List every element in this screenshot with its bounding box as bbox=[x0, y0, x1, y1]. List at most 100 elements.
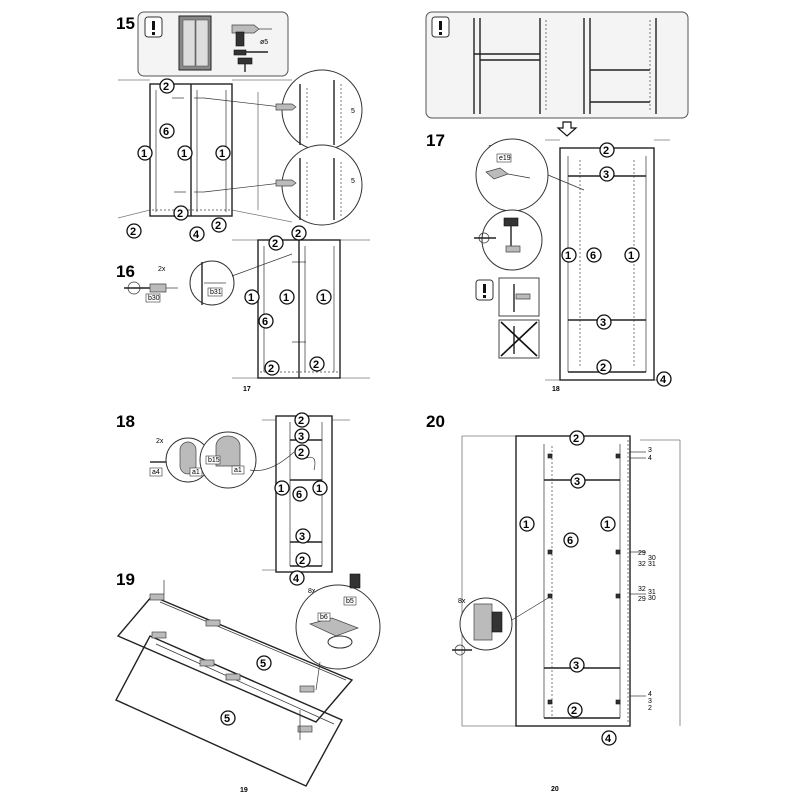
cabinet-frame-pair-joined bbox=[257, 239, 341, 379]
dim-3-top: 3 bbox=[648, 447, 652, 454]
c2-s18-b: 2 bbox=[299, 555, 305, 567]
c3-s20-b: 3 bbox=[573, 660, 579, 672]
callout-2-s17-bottom bbox=[596, 359, 612, 375]
c6-s16: 6 bbox=[262, 316, 268, 328]
callout-3-s20-top bbox=[570, 473, 586, 489]
callout-3-s17-top bbox=[599, 166, 615, 182]
c1-s16-l: 1 bbox=[248, 292, 254, 304]
callout-2-s18-mid bbox=[294, 444, 310, 460]
c3-s17-t: 3 bbox=[603, 169, 609, 181]
shelf-detail-right bbox=[583, 18, 657, 114]
c4-s18: 4 bbox=[293, 573, 300, 585]
callout-3-s20-bottom bbox=[569, 657, 585, 673]
step-number-17: 17 bbox=[426, 131, 445, 150]
drill-size-label: ø5 bbox=[260, 39, 268, 46]
detail-lens-hinge-mount bbox=[459, 597, 513, 651]
part-code-a4: a4 bbox=[152, 469, 160, 476]
c2-s16-bl: 2 bbox=[268, 363, 274, 375]
c2-s16-t: 2 bbox=[295, 228, 301, 240]
c4-s20: 4 bbox=[605, 733, 612, 745]
callout-2-top-label: 2 bbox=[163, 81, 169, 93]
callout-4-s17 bbox=[656, 371, 672, 387]
callout-2-s16-bl bbox=[264, 360, 280, 376]
dim-31-b: 31 bbox=[648, 589, 656, 596]
hinge-set bbox=[149, 580, 315, 740]
callout-3-s18-bottom bbox=[295, 528, 311, 544]
dim-4-bottom: 4 bbox=[648, 691, 652, 698]
part-code-e19: e19 bbox=[499, 155, 511, 162]
callout-1-right bbox=[215, 145, 231, 161]
screw-icon bbox=[149, 283, 178, 293]
c1-s18-l: 1 bbox=[278, 483, 284, 495]
c1-s20-r: 1 bbox=[604, 519, 610, 531]
incorrect-installation-detail bbox=[498, 319, 540, 359]
callout-2-s20-bottom bbox=[567, 702, 583, 718]
dim-5-top: 5 bbox=[351, 108, 355, 115]
step-18-group: 18 2x a4 a1 b15 a1 bbox=[116, 412, 350, 586]
dim-5-bottom: 5 bbox=[351, 178, 355, 185]
detail-lens-hook-right: b15 a1 bbox=[199, 431, 257, 489]
c2-s17-b: 2 bbox=[600, 362, 606, 374]
part-code-b6: b6 bbox=[320, 614, 328, 621]
callout-2-bl-label: 2 bbox=[130, 226, 136, 238]
step-16-group: 16 2x b30 b31 bbox=[116, 225, 370, 393]
dim-31-a: 31 bbox=[648, 561, 656, 568]
exclamation-icon-q2b bbox=[475, 279, 494, 301]
dim-29-b: 29 bbox=[638, 596, 646, 603]
page-number-17: 17 bbox=[243, 386, 251, 393]
page-number-19: 19 bbox=[240, 787, 248, 794]
c1-s18-r: 1 bbox=[316, 483, 322, 495]
dim-3-bottom: 3 bbox=[648, 698, 652, 705]
c2-s18-m: 2 bbox=[298, 447, 304, 459]
c5-front: 5 bbox=[224, 713, 230, 725]
qty-8x-step19: 8x bbox=[308, 588, 316, 595]
callout-5-front bbox=[220, 710, 236, 726]
callout-2-s20-top bbox=[569, 430, 585, 446]
callout-2-s16-left bbox=[268, 235, 284, 251]
callout-1-left bbox=[137, 145, 153, 161]
part-code-a1-left: a1 bbox=[192, 469, 200, 476]
callout-1-s16-right bbox=[316, 289, 332, 305]
part-code-b31: b31 bbox=[210, 289, 222, 296]
callout-2-s18-bottom bbox=[295, 552, 311, 568]
dim-4-top: 4 bbox=[648, 455, 652, 462]
dim-29-a: 29 bbox=[638, 550, 646, 557]
callout-4-s18 bbox=[289, 570, 305, 586]
part-code-b5: b5 bbox=[346, 598, 354, 605]
part-code-b30: b30 bbox=[148, 295, 160, 302]
step-number-19: 19 bbox=[116, 570, 135, 589]
callout-6-label: 6 bbox=[163, 126, 169, 138]
exclamation-icon-q2 bbox=[431, 16, 450, 38]
shelf-detail-left bbox=[473, 18, 547, 114]
callout-1-mid bbox=[177, 145, 193, 161]
callout-5-back bbox=[256, 655, 272, 671]
c2-s20-b: 2 bbox=[571, 705, 577, 717]
detail-lens-step16: b31 bbox=[189, 260, 235, 306]
callout-6-s17 bbox=[586, 247, 602, 263]
callout-2-s16-br bbox=[309, 356, 325, 372]
c2-s17-t: 2 bbox=[603, 145, 609, 157]
callout-1-left-label: 1 bbox=[141, 148, 147, 160]
detail-lens-hammer bbox=[481, 209, 543, 271]
step-number-20: 20 bbox=[426, 412, 445, 431]
callout-6 bbox=[159, 123, 175, 139]
step-number-16: 16 bbox=[116, 262, 135, 281]
callout-1-s17-left bbox=[561, 247, 577, 263]
c3-s18-t: 3 bbox=[298, 431, 304, 443]
callout-2-bottom-left bbox=[126, 223, 142, 239]
arrow-down-icon bbox=[556, 121, 578, 137]
cabinet-thumbnail-icon bbox=[178, 15, 212, 71]
page-number-20: 20 bbox=[551, 786, 559, 793]
c6-s17: 6 bbox=[590, 250, 596, 262]
callout-2-s18 bbox=[294, 412, 310, 428]
screwdriver-turn-icon-q4 bbox=[452, 644, 472, 656]
part-code-b15: b15 bbox=[208, 457, 220, 464]
detail-lens-shelf-pin: e19 bbox=[475, 138, 549, 212]
callout-4-label: 4 bbox=[193, 229, 200, 241]
callout-1-s18-right bbox=[312, 480, 328, 496]
dim-32-b: 32 bbox=[638, 586, 646, 593]
callout-2-bottom-mid bbox=[173, 205, 189, 221]
c2-s20-t: 2 bbox=[573, 433, 579, 445]
c1-s16-r: 1 bbox=[320, 292, 326, 304]
